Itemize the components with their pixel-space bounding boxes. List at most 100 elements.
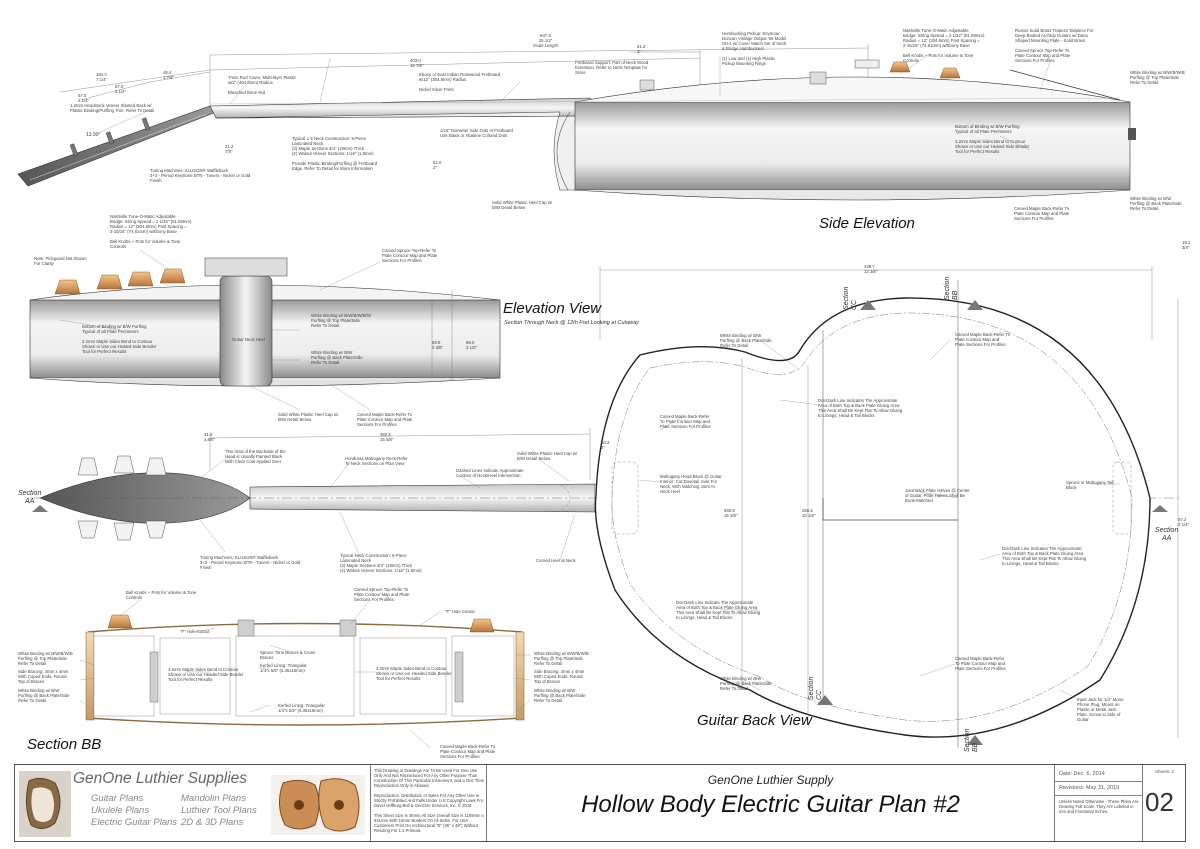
product-2d-3d-plans: 2D & 3D Plans: [181, 817, 244, 828]
note-back-tuning: Tuning Machines: KLUSON® Waffleback 3+3 …: [200, 555, 301, 570]
note-bb-f-hole-right: "F" Hole Cutout: [445, 609, 475, 614]
company-name: GenOne Luthier Supplies: [73, 770, 248, 787]
note-bv-spruce-tail: Spruce or Mahogany Tail Block: [1066, 480, 1114, 490]
dim-21: 21.2 7/8": [225, 144, 234, 154]
dim-89: 89.0 3 1/2": [466, 340, 478, 350]
dim-339: 339.7 13 3/8": [864, 264, 878, 274]
note-bb-carved-maple: Carved Maple Back-Refer To Plate Contour…: [440, 744, 496, 759]
dim-19: 19.1 3/4": [1182, 240, 1191, 250]
disclaimer-text: This Drawing or Drawings Are To Be Used …: [374, 768, 485, 833]
note-purfling-bottom: Bottom of Binding w/ B/W Purfling Typica…: [955, 124, 1030, 154]
dim-52: 52.0 2": [433, 160, 442, 170]
note-bb-kerfed-bottom: Kerfed Lining: Triangular 1/4"x 5/8" (6.…: [278, 703, 325, 713]
note-ev-white-top: White Binding w/ B/W/B/W/B/W Purfling @ …: [311, 313, 371, 328]
note-ev-purfling: Bottom of Binding w/ B/W Purfling Typica…: [82, 324, 157, 354]
dim-50: 50.3 2": [601, 440, 610, 450]
note-ev-white-back: White Binding w/ B/W Purfling @ Back Pla…: [311, 350, 363, 365]
title-elevation-view: Elevation View: [503, 300, 602, 317]
note-bb-bell-knobs: Bell Knobs + Pots for Volume & Tone Cont…: [126, 590, 197, 600]
body-mold-photo-icon: [19, 771, 71, 837]
note-neck-laminate: Typical L-5 Neck Construction: 5-Piece L…: [292, 136, 378, 171]
dim-angle: 13.90°: [86, 132, 101, 138]
note-head-back: This Area of the Backside of the Head is…: [225, 449, 286, 464]
note-bb-white-top-left: White Binding w/ B/W/B/W/B Purfling @ To…: [18, 651, 73, 666]
units-note: Unless Noted Otherwise - These Plans Are…: [1059, 799, 1139, 814]
sheet-label: Sheets: 2: [1155, 769, 1175, 774]
note-bb-kerfed-top: Kerfed Lining: Triangular 1/4"x 5/8" (6.…: [260, 663, 307, 673]
title-side-elevation: Side Elevation: [819, 215, 915, 232]
plan-date: Date: Dec. 6, 2014: [1059, 771, 1105, 777]
dim-51: 51.2 2": [637, 44, 646, 54]
supplier-name: GenOne Luthier Supply: [707, 773, 834, 787]
dim-48: 48.4 1.7/8": [163, 70, 175, 80]
note-bv-carved-maple-low: Carved Maple Back-Refer To Plate Contour…: [955, 656, 1006, 671]
note-bb-side-bracing-left: Side Bracing: 4mm x 4mm With Coped Ends,…: [18, 669, 69, 684]
note-bb-side-bracing-right: Side Bracing: 4mm x 4mm With Coped Ends,…: [534, 669, 585, 684]
product-guitar-plans: Guitar Plans: [91, 793, 144, 804]
product-electric-guitar-plans: Electric Guitar Plans: [91, 817, 178, 828]
dim-scale-length: 647.5 25.1/2" Scale Length: [533, 33, 559, 48]
note-bb-white-top-right: White Binding w/ B/W/B/W/B Purfling @ To…: [534, 651, 589, 666]
note-bv-carved-left: Carved Maple Back-Refer To Plate Contour…: [660, 414, 711, 429]
note-bb-white-back-left: White Binding w/ B/W Purfling @ Back Pla…: [18, 688, 70, 703]
note-ev-bridge: Nashville Tune-O-Matic Adjustable Bridge…: [110, 214, 192, 249]
note-dashed-neck: Dashed Lines Indicate Approximate Contou…: [456, 468, 524, 478]
note-white-binding-top: White Binding w/ B/W/B/W/B Purfling @ To…: [1130, 70, 1185, 85]
note-ev-maple: Carved Maple Back-Refer To Plate Contour…: [357, 412, 413, 427]
note-bb-maple-sides-right: 3.2mm Maple Sides Bend to Contour Shown …: [376, 666, 452, 681]
dim-382: 382.5 15 5/8": [380, 432, 394, 442]
section-aa-right: Section AA: [1155, 527, 1179, 542]
dim-403: 403.0 15 7/8": [410, 58, 424, 68]
note-curved-heel: Curved Heel at Neck: [536, 558, 576, 563]
note-heel-cap: Solid White Plastic Heel Cap w/ B/W Deta…: [492, 200, 553, 210]
dim-390: 390.8 15 3/8": [724, 508, 738, 518]
dim-57-c: 57.2 2 1/4": [1178, 517, 1190, 527]
dim-41: 41.4 1.5/8": [204, 432, 216, 442]
section-cc-bottom: Section CC: [808, 676, 823, 700]
title-guitar-back-view: Guitar Back View: [697, 712, 812, 729]
section-bb-bottom: Section BB: [964, 728, 979, 752]
section-aa-left: Section AA: [18, 490, 42, 505]
plan-revisions: Revisions: May 31, 2019: [1059, 785, 1120, 791]
note-headstock-veneer: 1.2mm Headstock Veneer Slanted Back w/ P…: [70, 103, 155, 113]
note-truss-rod: Truss Rod Cover, Multi-layer Plastic w/2…: [228, 75, 297, 95]
elevation-view: [29, 249, 501, 411]
product-ukulele-plans: Ukulele Plans: [91, 805, 150, 816]
title-block-company-cell: GenOne Luthier Supplies Guitar Plans Uku…: [15, 765, 371, 841]
section-cc-top: Section CC: [843, 286, 858, 310]
note-carved-maple-back: Carved Maple Back-Refer To Plate Contour…: [1014, 206, 1070, 221]
guitar-back-view: [594, 266, 1179, 748]
note-bv-input-jack: Input Jack for 1/4" Mono Phone Plug, Mou…: [1077, 697, 1124, 722]
note-ev-spruce: Carved Spruce Top-Refer To Plate Contour…: [382, 248, 438, 263]
plan-title: Hollow Body Electric Guitar Plan #2: [581, 791, 960, 818]
note-back-neck-construction: Typical Neck Construction: 5-Piece Lamin…: [340, 553, 422, 573]
product-mandolin-plans: Mandolin Plans: [181, 793, 246, 804]
dim-256: 256.5 10 1/8": [802, 508, 816, 518]
note-bv-mahogany: Mahogany Head Block @ Guitar Interior: C…: [660, 474, 722, 494]
note-tuning-machines: Tuning Machines: KLUSON® Waffleback 3+3 …: [150, 168, 251, 183]
note-back-heel-cap: Solid White Plastic Heel Cap w/ B/W Deta…: [517, 451, 578, 461]
note-bb-spruce-tone: Spruce Tone Braces & Cross Braces: [260, 650, 316, 660]
note-bridge: Nashville Tune-O-Matic Adjustable Bridge…: [903, 28, 985, 63]
note-bb-white-back-right: White Binding w/ B/W Purfling @ Back Pla…: [534, 688, 586, 703]
section-bb-top: Section BB: [944, 276, 959, 300]
product-luthier-tool-plans: Luthier Tool Plans: [181, 805, 257, 816]
title-block-sheet-cell: Sheets: 2 02: [1143, 765, 1185, 841]
title-block: GenOne Luthier Supplies Guitar Plans Uku…: [14, 764, 1186, 842]
guitar-bodies-photo-icon: [271, 775, 365, 835]
note-white-binding-back: White Binding w/ B/W Purfling @ Back Pla…: [1130, 196, 1182, 211]
back-view-neck: [30, 428, 1180, 561]
note-side-dots: 1/16" Diameter Side Dots In Fretboard Us…: [440, 128, 513, 138]
note-pickguard: Note: Pickguard Not Shown For Clarity: [34, 256, 87, 266]
dim-59: 59.8 2 3/8": [432, 340, 444, 350]
sheet-number: 02: [1145, 787, 1174, 817]
note-bv-dot-dash-low: Dot-Dash Line Indicate The Approximate A…: [676, 600, 761, 620]
subtitle-elevation-view: Section Through Neck @ 12th Fret Looking…: [504, 320, 639, 326]
dim-184: 184.3 7.1/4": [96, 72, 108, 82]
title-block-disclaimer-cell: This Drawing or Drawings Are To Be Used …: [371, 765, 487, 841]
note-ev-heel-cap: Solid White Plastic Heel Cap w/ B/W Deta…: [278, 412, 339, 422]
section-bb-view: [79, 599, 531, 749]
plan-drawing: [17, 44, 1180, 749]
title-section-bb: Section BB: [27, 736, 102, 753]
note-bb-spruce: Carved Spruce Top-Refer To Plate Contour…: [354, 587, 410, 602]
